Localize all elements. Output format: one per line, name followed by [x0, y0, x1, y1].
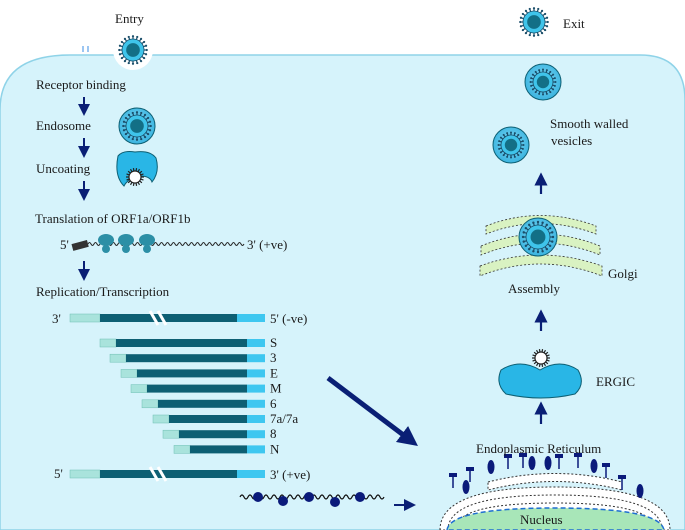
- ribosome-icon: [118, 234, 134, 253]
- nucleus-shape: [446, 507, 665, 530]
- subgenomic-rna-row: S: [99, 335, 277, 350]
- leader-segment: [120, 369, 138, 378]
- utr-segment: [247, 430, 265, 439]
- leader-segment: [141, 399, 159, 409]
- entry-label: Entry: [115, 11, 144, 26]
- subgenomic-rna-label: 3: [270, 350, 277, 365]
- leader-segment: [130, 384, 148, 393]
- pos-strand-5prime: 5': [54, 466, 63, 481]
- subgenomic-rna-label: 8: [270, 426, 277, 441]
- exit-virion-icon: [519, 7, 549, 37]
- translation-5prime: 5': [60, 237, 69, 252]
- utr-segment: [247, 399, 265, 408]
- assembly-label: Assembly: [508, 281, 561, 296]
- body-segment: [158, 399, 247, 408]
- cell-membrane: [0, 54, 685, 530]
- subgenomic-rna-row: E: [120, 365, 278, 380]
- utr-segment: [247, 369, 265, 378]
- body-segment: [169, 415, 247, 423]
- body-segment: [179, 430, 247, 439]
- entry-receptor-icon: [82, 46, 89, 52]
- ribosome-icon: [139, 234, 155, 253]
- neg-strand-5prime: 5' (-ve): [270, 311, 307, 326]
- utr-segment: [247, 384, 265, 393]
- translation-3prime: 3' (+ve): [247, 237, 287, 252]
- ergic-label: ERGIC: [596, 374, 635, 389]
- leader-segment: [99, 338, 117, 348]
- subgenomic-rna-label: M: [270, 381, 282, 396]
- leader-segment: [162, 429, 180, 439]
- golgi-label: Golgi: [608, 266, 638, 281]
- leader-segment: [173, 445, 191, 454]
- subgenomic-rna-row: 8: [162, 426, 277, 441]
- utr-segment: [247, 339, 265, 347]
- utr-segment: [247, 354, 265, 363]
- step-replication: Replication/Transcription: [36, 284, 170, 299]
- subgenomic-rna-row: M: [130, 381, 282, 396]
- body-segment: [147, 384, 247, 393]
- ribosome-icon: [98, 234, 114, 253]
- subgenomic-rna-label: 6: [270, 396, 277, 411]
- step-endosome: Endosome: [36, 118, 91, 133]
- subgenomic-rna-row: 3: [109, 350, 277, 365]
- golgi-stack: [479, 215, 603, 277]
- arrow-to-er: [326, 376, 418, 447]
- pos-strand-3prime: 3' (+ve): [270, 467, 310, 482]
- vesicles-label-line1: Smooth walled: [550, 116, 629, 131]
- uncoating-icon: [116, 151, 158, 187]
- leader-segment: [152, 414, 170, 424]
- endosome-virion-icon: [118, 107, 156, 145]
- bottom-mrna-with-ribosomes: [239, 492, 385, 507]
- vesicles-label-line2: vesicles: [551, 133, 592, 148]
- negative-strand-rna: [69, 310, 265, 326]
- utr-segment: [247, 445, 265, 454]
- step-receptor-binding: Receptor binding: [36, 77, 126, 92]
- er-membrane-proteins: [449, 453, 644, 498]
- subgenomic-rna-row: 7a/7a: [152, 411, 298, 426]
- assembly-virion-icon: [518, 217, 558, 257]
- subgenomic-rna-row: N: [173, 441, 280, 456]
- body-segment: [190, 445, 247, 454]
- ergic-shape: [498, 363, 582, 399]
- subgenomic-rna-row: 6: [141, 396, 277, 411]
- subgenomic-rna-label: E: [270, 365, 278, 380]
- body-segment: [116, 339, 247, 347]
- vesicle-virion-icon: [492, 126, 530, 164]
- subgenomic-rna-label: S: [270, 335, 277, 350]
- neg-strand-3prime: 3': [52, 311, 61, 326]
- vesicle-virion-icon: [524, 63, 562, 101]
- positive-strand-rna: [69, 466, 265, 482]
- subgenomic-rna-label: N: [270, 441, 280, 456]
- step-translation: Translation of ORF1a/ORF1b: [35, 211, 191, 226]
- ergic-rna-icon: [532, 349, 550, 367]
- utr-segment: [247, 415, 265, 423]
- translation-genome: [71, 234, 245, 253]
- entry-virion-icon: [113, 30, 153, 70]
- subgenomic-rna-label: 7a/7a: [270, 411, 298, 426]
- exit-label: Exit: [563, 16, 585, 31]
- step-uncoating: Uncoating: [36, 161, 91, 176]
- leader-segment: [109, 353, 127, 363]
- er-label: Endoplasmic Reticulum: [476, 441, 601, 456]
- nucleus-label: Nucleus: [520, 512, 563, 527]
- body-segment: [126, 354, 247, 363]
- body-segment: [137, 369, 247, 378]
